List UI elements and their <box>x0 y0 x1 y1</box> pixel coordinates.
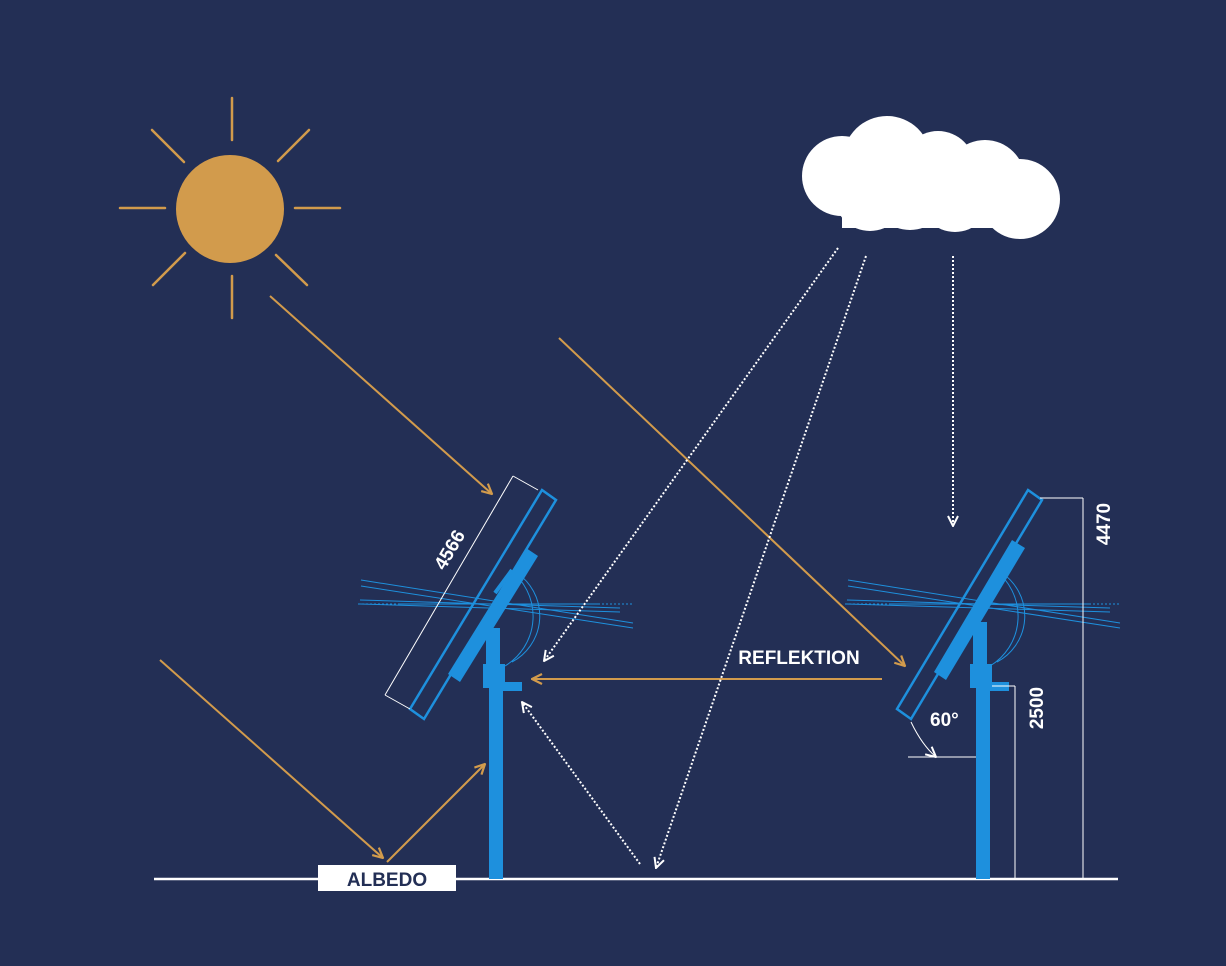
sun-ray-to-left-panel <box>269 295 492 494</box>
right-solar-tracker: 4470 2500 60° <box>845 488 1121 879</box>
sun-icon <box>118 96 342 320</box>
reflection-label: REFLEKTION <box>738 648 859 669</box>
cloud-ray-to-ground <box>656 255 867 868</box>
svg-text:ALBEDO: ALBEDO <box>347 870 427 891</box>
right-solar-panel <box>895 488 1044 721</box>
sun-ray-to-ground <box>159 659 383 858</box>
albedo-ray <box>386 764 485 863</box>
albedo-label: ALBEDO <box>318 865 456 891</box>
left-solar-tracker: 4566 <box>358 475 634 879</box>
diffuse-cloud-rays <box>522 247 953 868</box>
sun-ray-to-right-panel <box>558 337 905 666</box>
left-solar-panel <box>408 488 558 721</box>
cloud-ray-to-left-panel <box>544 247 839 661</box>
panel-length-label: 4566 <box>431 527 470 574</box>
total-height-label: 4470 <box>1094 503 1115 545</box>
ground-ray-to-left-tracker <box>522 702 641 865</box>
right-pole <box>976 688 990 879</box>
direct-sunlight-rays <box>159 295 905 863</box>
cloud-icon <box>802 116 1060 239</box>
pole-height-label: 2500 <box>1027 687 1048 729</box>
tilt-angle-label: 60° <box>930 710 959 731</box>
left-pole <box>489 688 503 879</box>
